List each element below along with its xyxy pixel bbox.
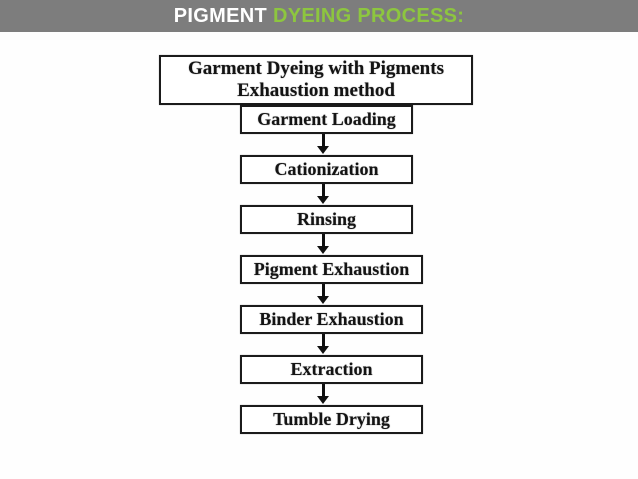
flow-step-box-cationization: Cationization [240,155,413,184]
flow-step-label: Pigment Exhaustion [253,259,410,279]
down-arrow-icon [317,384,329,404]
down-arrow-icon [317,234,329,254]
flow-step-label: Rinsing [296,209,357,229]
down-arrow-icon [317,134,329,154]
down-arrow-icon [317,284,329,304]
flow-step-box-rinsing: Rinsing [240,205,413,234]
flowchart-title-line2: Exhaustion method [237,80,395,101]
down-arrow-icon [317,334,329,354]
header-title-green: DYEING PROCESS: [273,4,465,27]
down-arrow-icon [317,184,329,204]
flow-step-label: Extraction [290,359,373,379]
header-title-white: PIGMENT [173,4,267,27]
flow-step-box-tumble-drying: Tumble Drying [240,405,423,434]
flowchart-title-box: Garment Dyeing with Pigments Exhaustion … [159,55,473,105]
flow-step-box-pigment-exhaustion: Pigment Exhaustion [240,255,423,284]
flow-step-box-extraction: Extraction [240,355,423,384]
flow-step-box-garment-loading: Garment Loading [240,105,413,134]
slide-header: PIGMENT DYEING PROCESS: [0,0,638,32]
flow-step-box-binder-exhaustion: Binder Exhaustion [240,305,423,334]
flow-step-label: Cationization [274,159,379,179]
flow-step-label: Binder Exhaustion [259,309,404,329]
flow-step-label: Garment Loading [257,109,396,129]
flow-step-label: Tumble Drying [273,409,390,429]
flowchart-title-line1: Garment Dyeing with Pigments [188,58,444,79]
